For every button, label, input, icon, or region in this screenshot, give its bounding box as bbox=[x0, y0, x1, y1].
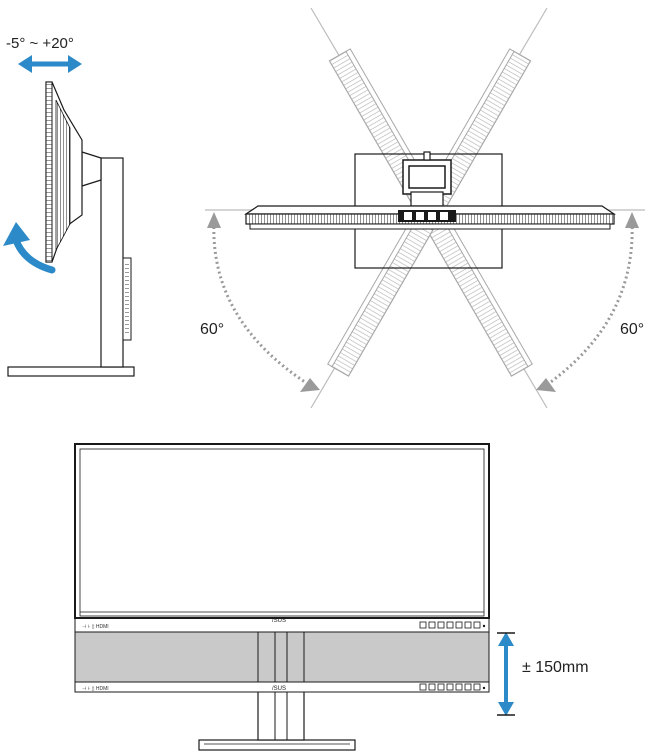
tilt-arrow-icon bbox=[18, 55, 82, 73]
height-arrow-icon bbox=[497, 632, 515, 716]
svg-text:⊣ ⊦ ▯ HDMI: ⊣ ⊦ ▯ HDMI bbox=[82, 624, 109, 630]
swivel-left-label: 60° bbox=[200, 321, 224, 338]
swivel-right-arc bbox=[536, 212, 639, 392]
top-view: 60° 60° bbox=[200, 7, 645, 409]
stand-pillar-side bbox=[100, 157, 124, 368]
svg-text:⊣ ⊦ ▯ HDMI: ⊣ ⊦ ▯ HDMI bbox=[82, 686, 109, 692]
height-adjust-label: ± 150mm bbox=[522, 659, 589, 676]
tilt-range-label: -5° ~ +20° bbox=[6, 35, 74, 52]
brand-logo-top: /SUS bbox=[272, 618, 286, 624]
monitor-bezel-lowered: ⊣ ⊦ ▯ HDMI /SUS bbox=[74, 681, 490, 693]
monitor-screen bbox=[79, 448, 485, 617]
stand-base-front bbox=[198, 739, 356, 751]
monitor-top-view bbox=[244, 205, 616, 230]
swivel-left-arc bbox=[207, 212, 320, 392]
rotation-arrow-icon bbox=[3, 222, 56, 274]
stand-base-side bbox=[7, 366, 135, 377]
hinge-side bbox=[81, 151, 102, 187]
swivel-right-label: 60° bbox=[620, 321, 644, 338]
height-travel-band bbox=[74, 631, 490, 683]
stand-head-top bbox=[402, 151, 452, 207]
front-view: ⊣ ⊦ ▯ HDMI /SUS ⊣ ⊦ ▯ HDMI /SUS bbox=[74, 443, 589, 751]
side-view: -5° ~ +20° bbox=[3, 35, 135, 377]
brand-logo-bottom: /SUS bbox=[272, 686, 286, 692]
